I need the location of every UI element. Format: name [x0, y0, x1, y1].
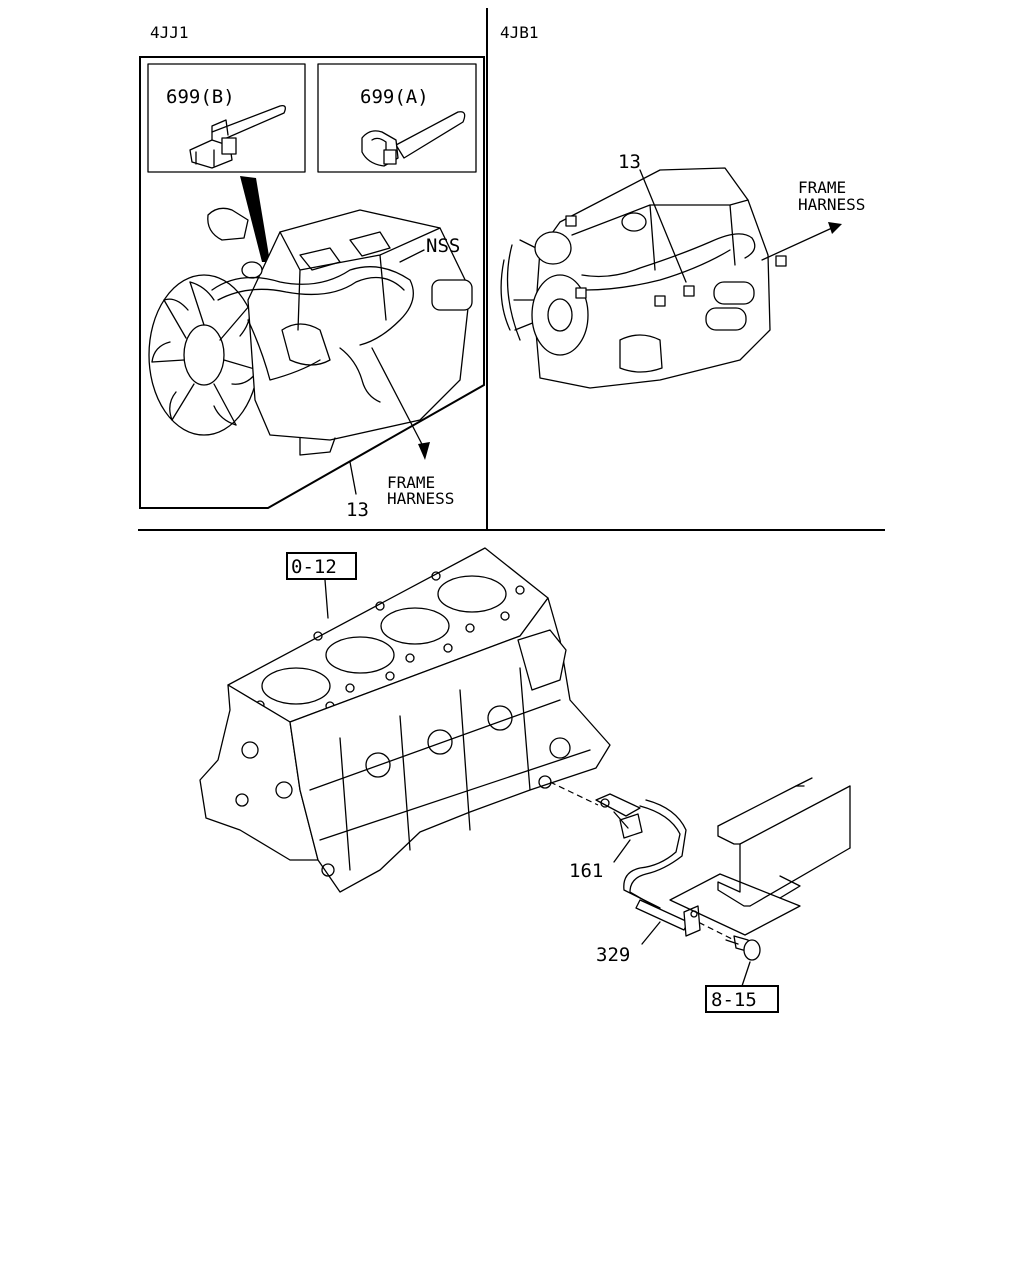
sensor-bracket-drawing	[595, 793, 761, 961]
frame-rail-drawing	[669, 777, 851, 936]
engine-4jj1-drawing	[148, 207, 473, 456]
callout-nss: NSS	[426, 235, 460, 257]
callout-13-left: 13	[346, 499, 369, 521]
cylinder-block-drawing	[199, 547, 611, 893]
section-title-4jb1: 4JB1	[500, 23, 539, 42]
inset-box-699b	[147, 63, 306, 173]
inset-box-699a	[317, 63, 477, 173]
leader-clip-to-engine	[240, 176, 270, 262]
arrow-frame-harness-left	[371, 347, 430, 460]
panel-4jj1: 699(B) 699(A)	[139, 56, 485, 521]
frame-label-right-2: HARNESS	[798, 195, 865, 214]
callout-699a: 699(A)	[360, 86, 429, 108]
clip-b-drawing	[189, 105, 286, 169]
callout-329: 329	[596, 944, 630, 966]
frame-label-left-2: HARNESS	[387, 489, 454, 508]
section-title-4jj1: 4JJ1	[150, 23, 189, 42]
engine-4jb1-drawing	[500, 167, 787, 389]
frame-label-left-1: FRAME	[387, 473, 435, 492]
arrow-frame-harness-right	[761, 222, 842, 261]
callout-13-right: 13	[618, 151, 641, 173]
ref-box-0-12	[286, 552, 357, 580]
clip-a-drawing	[361, 111, 466, 167]
frame-label-right-1: FRAME	[798, 178, 846, 197]
callout-161: 161	[569, 860, 603, 882]
callout-0-12: 0-12	[291, 556, 337, 578]
panel-4jb1: 13 FRAME HARNESS	[500, 151, 865, 389]
callout-8-15: 8-15	[711, 989, 757, 1011]
callout-699b: 699(B)	[166, 86, 235, 108]
